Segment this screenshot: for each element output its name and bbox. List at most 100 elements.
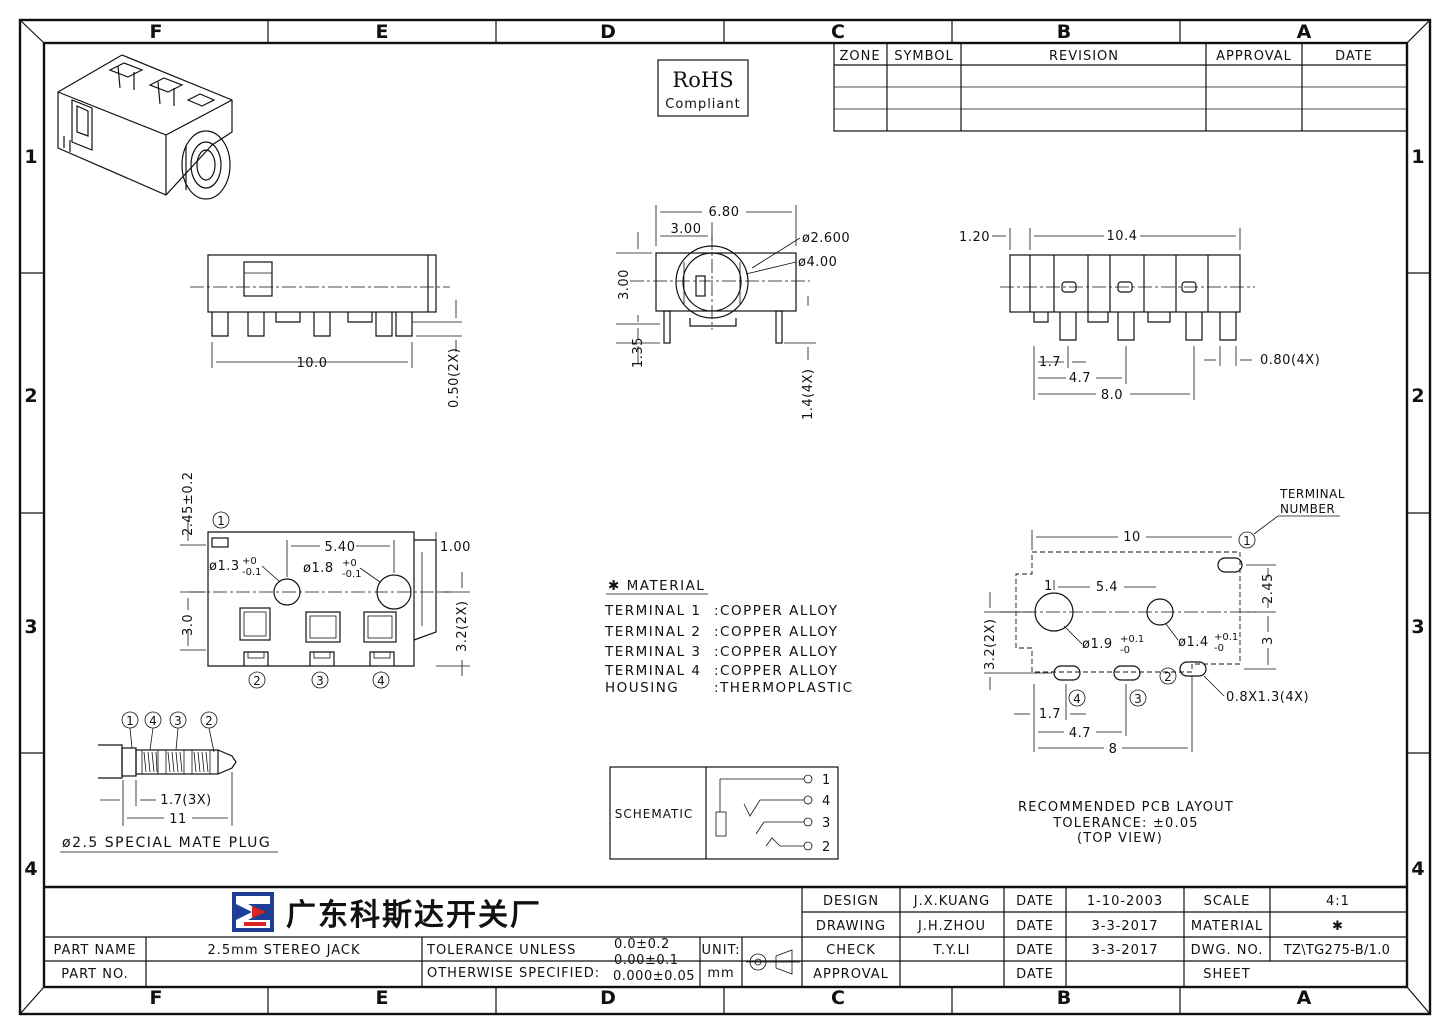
dim-pcb-small-hole: ø1.4 [1178, 635, 1209, 650]
terminal-number-2: 2 [253, 674, 261, 688]
dim-pcb-small-hole-minus: -0 [1214, 643, 1224, 654]
dim-side-pin-length: 1.4(4X) [801, 369, 816, 421]
col-label: B [1057, 987, 1071, 1009]
sheet-label: SHEET [1203, 967, 1250, 982]
dim-top-lip: 1.00 [440, 540, 471, 555]
check-date: 3-3-2017 [1091, 943, 1158, 958]
dim-top-hole-pitch: 5.40 [325, 540, 356, 555]
revision-header-symbol: SYMBOL [894, 49, 954, 64]
schematic-label: SCHEMATIC [615, 807, 693, 821]
dim-pcb-large-hole: ø1.9 [1082, 637, 1113, 652]
dwg-no-value: TZ\TG275-B/1.0 [1283, 943, 1390, 958]
tolerance-label-2: OTHERWISE SPECIFIED: [427, 966, 600, 981]
rohs-badge: RoHS Compliant [657, 59, 749, 117]
dim-side-height: 3.00 [617, 269, 632, 300]
dim-top-large-hole-minus: -0.1 [342, 569, 362, 580]
dim-pcb-large-hole-plus: +0.1 [1120, 634, 1144, 645]
material-list: ✱ MATERIAL TERMINAL 1 :COPPER ALLOY TERM… [604, 578, 852, 696]
revision-header-zone: ZONE [839, 49, 880, 64]
plug-contact-4: 4 [149, 714, 157, 728]
bottom-view: 1.20 10.4 1.7 4.7 8.0 0.80(4X) [959, 228, 1320, 403]
tolerance-value-3: 0.000±0.05 [613, 969, 695, 984]
date-label: DATE [1016, 894, 1054, 909]
design-label: DESIGN [823, 894, 879, 909]
material-name: TERMINAL 4 [604, 663, 702, 679]
pcb-terminal-label: TERMINAL [1279, 487, 1345, 501]
col-label: A [1297, 987, 1312, 1009]
material-value: ✱ [1332, 919, 1344, 934]
plug-contact-1: 1 [126, 714, 134, 728]
revision-header-date: DATE [1335, 49, 1373, 64]
dim-bottom-width: 10.4 [1107, 229, 1138, 244]
pcb-note-view: (TOP VIEW) [1077, 831, 1163, 846]
unit-label: UNIT: [702, 943, 741, 958]
dim-top-large-hole-plus: +0 [342, 558, 357, 569]
front-view: 10.0 0.50(2X) [190, 254, 462, 408]
date-label: DATE [1016, 967, 1054, 982]
col-label: C [831, 987, 845, 1009]
dim-pcb-small-hole-plus: +0.1 [1214, 632, 1238, 643]
dim-pcb-pitch2: 4.7 [1069, 726, 1091, 741]
pcb-layout: TERMINAL NUMBER 1 10 1 5.4 2.45 3 3.2(2X… [983, 487, 1345, 846]
dim-top-small-hole: ø1.3 [209, 559, 240, 574]
company-logo [232, 892, 274, 932]
mate-plug: 1 4 3 2 1.7(3X) 11 ø2.5 SPECIAL MATE PLU… [60, 711, 278, 853]
dim-side-inner-diameter: ø2.600 [802, 231, 850, 246]
tolerance-label-1: TOLERANCE UNLESS [426, 943, 576, 958]
scale-value: 4:1 [1326, 894, 1350, 909]
dim-top-small-hole-plus: +0 [242, 556, 257, 567]
material-value: :COPPER ALLOY [714, 663, 839, 679]
row-label: 2 [1411, 385, 1424, 407]
dim-bottom-pin-width: 0.80(4X) [1260, 353, 1320, 368]
schematic-pin: 3 [822, 816, 830, 831]
dwg-no-label: DWG. NO. [1191, 943, 1264, 958]
revision-header-approval: APPROVAL [1216, 49, 1292, 64]
check-label: CHECK [826, 943, 876, 958]
row-label: 3 [1411, 616, 1424, 638]
row-label: 1 [24, 146, 37, 168]
dim-bottom-offset: 1.20 [959, 230, 990, 245]
terminal-number-1: 1 [217, 514, 225, 528]
material-name: TERMINAL 3 [604, 644, 702, 660]
col-label: F [150, 987, 163, 1009]
date-label: DATE [1016, 919, 1054, 934]
plug-contact-2: 2 [205, 714, 213, 728]
col-label: E [376, 987, 389, 1009]
dim-front-width: 10.0 [297, 356, 328, 371]
plug-label: ø2.5 SPECIAL MATE PLUG [62, 835, 271, 851]
dim-pcb-hole-pitch: 5.4 [1096, 580, 1118, 595]
part-no-label: PART NO. [61, 967, 129, 982]
dim-bottom-pitch1: 1.7 [1039, 355, 1061, 370]
dim-pcb-large-hole-minus: -0 [1120, 645, 1130, 656]
side-view: 6.80 3.00 ø2.600 ø4.00 3.00 1.35 1.4(4X) [616, 205, 850, 420]
col-label: E [376, 21, 389, 43]
dim-pcb-width: 10 [1123, 530, 1141, 545]
drawing-date: 3-3-2017 [1091, 919, 1158, 934]
dim-pcb-slot: 0.8X1.3(4X) [1226, 690, 1309, 705]
pcb-terminal-4: 4 [1073, 692, 1081, 706]
dim-plug-length: 11 [169, 812, 187, 827]
dim-pcb-span: 8 [1109, 742, 1118, 757]
tolerance-value-2: 0.00±0.1 [614, 953, 679, 968]
design-date: 1-10-2003 [1087, 894, 1163, 909]
col-label: D [600, 987, 616, 1009]
date-label: DATE [1016, 943, 1054, 958]
revision-header-revision: REVISION [1049, 49, 1119, 64]
dim-pcb-pitch1: 1.7 [1039, 707, 1061, 722]
dim-front-pin: 0.50(2X) [447, 348, 462, 408]
row-label: 4 [1411, 858, 1424, 880]
unit-value: mm [707, 966, 734, 981]
dim-bottom-span: 8.0 [1101, 388, 1123, 403]
check-value: T.Y.LI [932, 943, 970, 958]
col-label: B [1057, 21, 1071, 43]
isometric-view [57, 54, 233, 200]
dim-side-width: 6.80 [709, 205, 740, 220]
design-value: J.X.KUANG [913, 894, 990, 909]
dim-side-outer-diameter: ø4.00 [798, 255, 837, 270]
dim-pcb-offset: 2.45 [1261, 573, 1276, 604]
dim-top-small-hole-minus: -0.1 [242, 567, 262, 578]
dim-top-pin-height: 3.2(2X) [455, 601, 470, 653]
tolerance-value-1: 0.0±0.2 [614, 937, 670, 952]
material-value: :COPPER ALLOY [714, 644, 839, 660]
